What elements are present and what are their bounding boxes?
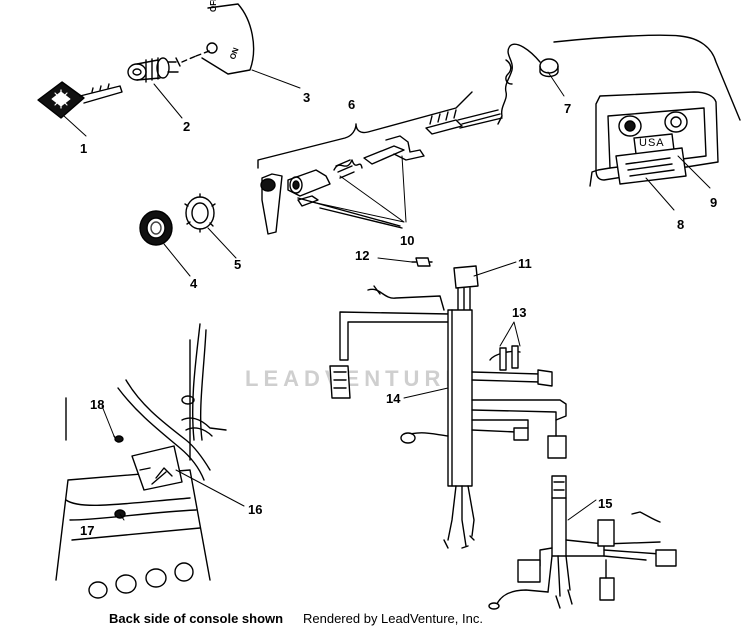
off-label: OFF (209, 0, 218, 12)
callout-18: 18 (90, 397, 105, 412)
callout-3: 3 (303, 90, 311, 105)
callout-17: 17 (80, 523, 95, 538)
callout-7: 7 (564, 101, 572, 116)
leader-lines (63, 69, 711, 521)
lock-washer-part (184, 193, 216, 233)
callout-10: 10 (400, 233, 415, 248)
nut-part (139, 210, 173, 246)
usa-decal-label: USA (639, 137, 665, 149)
callout-1: 1 (80, 141, 88, 156)
ignition-switch-part (127, 55, 197, 83)
console-part (553, 34, 741, 187)
callout-5: 5 (234, 257, 242, 272)
callout-15: 15 (598, 496, 613, 511)
switch-assembly-part (257, 91, 503, 235)
callout-13: 13 (512, 305, 527, 320)
off-on-plate-part (195, 3, 255, 75)
key-tether-part (497, 43, 559, 125)
key-part (37, 81, 123, 119)
watermark: LEADVENTURE (245, 366, 466, 391)
caption-credit: Rendered by LeadVenture, Inc. (303, 611, 483, 626)
caption-note: Back side of console shown (109, 611, 284, 626)
callout-11: 11 (518, 256, 532, 271)
callout-16: 16 (248, 502, 263, 517)
callout-14: 14 (386, 391, 401, 406)
callout-4: 4 (190, 276, 198, 291)
callout-6: 6 (348, 97, 356, 112)
console-back-part (55, 323, 227, 599)
callout-2: 2 (183, 119, 191, 134)
secondary-harness-part (488, 475, 677, 610)
callout-12: 12 (355, 248, 370, 263)
main-harness-part (329, 257, 567, 549)
callout-9: 9 (710, 195, 718, 210)
callout-8: 8 (677, 217, 685, 232)
